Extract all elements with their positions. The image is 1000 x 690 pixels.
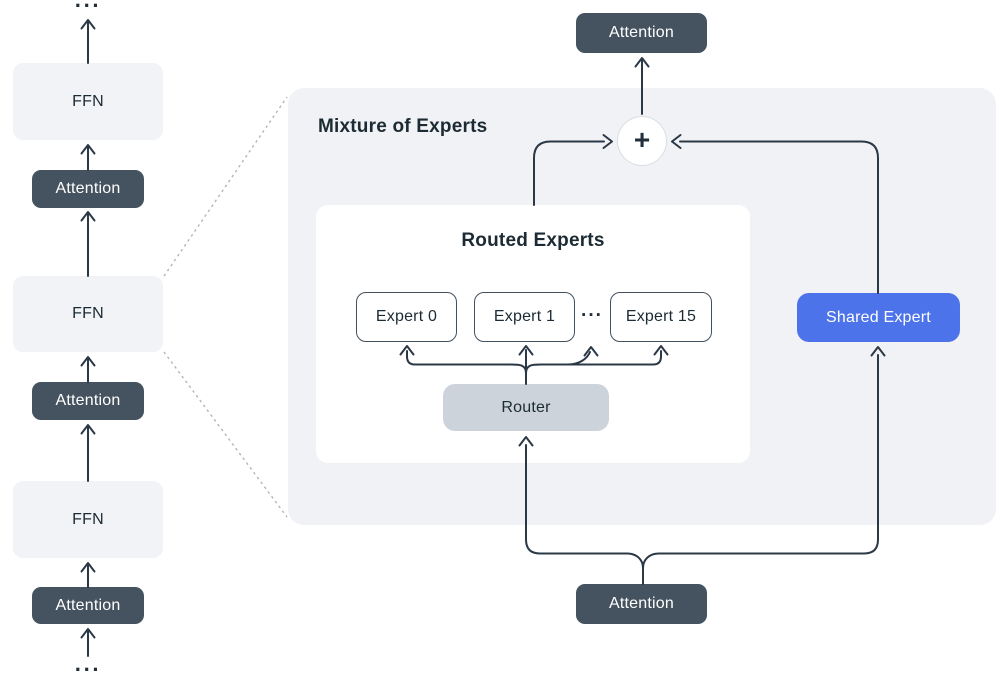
attention-block-top: Attention <box>32 170 144 208</box>
ffn-block-bottom: FFN <box>13 481 163 558</box>
left-stack-ellipsis-top: ··· <box>74 0 102 18</box>
router-box: Router <box>443 384 609 431</box>
arrow-ffn-mid-to-attention-top <box>80 211 96 277</box>
arrow-attention-bottom-to-ffn-bottom <box>80 562 96 588</box>
expert-15-box: Expert 15 <box>610 292 712 342</box>
callout-dotted-line-top <box>163 96 288 277</box>
attention-box-output: Attention <box>576 13 707 53</box>
expert-0-box: Expert 0 <box>356 292 457 342</box>
arrow-attention-top-to-ffn-top <box>80 144 96 171</box>
arrow-attention-mid-to-ffn-mid <box>80 356 96 383</box>
expert-1-box: Expert 1 <box>474 292 575 342</box>
ffn-block-middle: FFN <box>13 276 163 352</box>
arrow-ffn-top-to-ellipsis <box>80 19 96 64</box>
arrow-ffn-bottom-to-attention-mid <box>80 424 96 482</box>
ffn-block-top: FFN <box>13 63 163 140</box>
shared-expert-box: Shared Expert <box>797 293 960 342</box>
routed-experts-title: Routed Experts <box>461 230 605 251</box>
experts-ellipsis: ··· <box>581 305 603 326</box>
moe-panel-title: Mixture of Experts <box>318 116 488 137</box>
attention-box-input: Attention <box>576 584 707 624</box>
arrow-ellipsis-to-attention-bottom <box>80 628 96 657</box>
sum-plus-icon: + <box>617 116 667 166</box>
attention-block-middle: Attention <box>32 382 144 420</box>
attention-block-bottom: Attention <box>32 587 144 624</box>
left-stack-ellipsis-bottom: ··· <box>74 657 102 682</box>
callout-dotted-line-bottom <box>163 351 288 518</box>
